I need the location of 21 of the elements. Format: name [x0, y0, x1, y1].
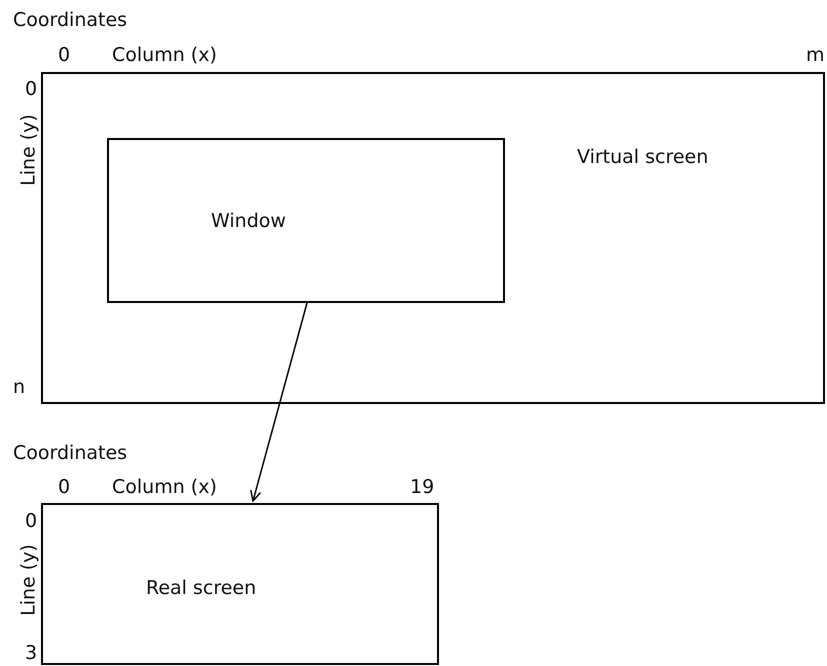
- axis-label: Line (y): [18, 114, 40, 186]
- axis-label: n: [13, 377, 26, 398]
- axis-label: m: [806, 45, 825, 66]
- axis-label: 0: [58, 477, 70, 498]
- axis-label: 0: [25, 79, 38, 100]
- box-label: Real screen: [146, 577, 256, 599]
- screen-box: [41, 503, 439, 665]
- screen-box: [41, 72, 825, 404]
- window-box: [107, 138, 505, 303]
- axis-label: 0: [25, 511, 38, 532]
- axis-label: Column (x): [112, 477, 217, 498]
- axis-label: Column (x): [112, 45, 217, 66]
- axis-label: 19: [410, 477, 434, 498]
- axis-label: 0: [58, 45, 70, 66]
- box-label: Window: [211, 210, 286, 232]
- arrow: [250, 302, 308, 502]
- box-label: Virtual screen: [577, 146, 708, 168]
- axis-label: Coordinates: [13, 10, 128, 31]
- axis-label: Line (y): [18, 544, 40, 616]
- axis-label: Coordinates: [13, 443, 128, 464]
- axis-label: 3: [25, 643, 38, 664]
